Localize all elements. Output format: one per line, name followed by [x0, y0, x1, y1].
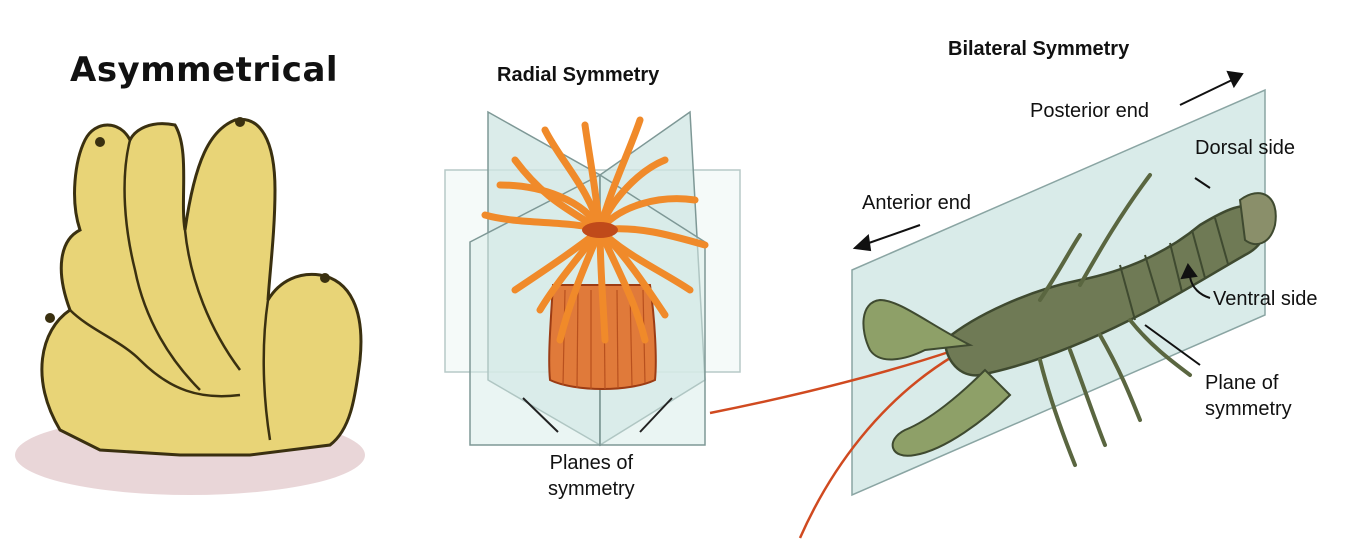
sponge-osculum-2	[235, 117, 245, 127]
planes-label-line2: symmetry	[548, 478, 635, 500]
posterior-arrowhead	[1226, 70, 1244, 89]
ventral-side-label: Ventral side	[1213, 288, 1318, 310]
ventral-arrowhead	[1180, 263, 1198, 280]
sponge-fold-4	[262, 299, 272, 441]
asymmetrical-title: Asymmetrical	[70, 50, 339, 90]
crayfish-segments	[1119, 217, 1229, 321]
sponge-osculum-4	[45, 313, 55, 323]
plane-pointer	[1144, 324, 1201, 366]
radial-planes	[444, 110, 741, 447]
pointer-left	[522, 397, 559, 433]
planes-label-line1: Planes of	[549, 452, 634, 474]
dorsal-side-label: Dorsal side	[1195, 137, 1296, 159]
plane-label-line1: Plane of	[1205, 372, 1279, 394]
sea-anemone-icon	[481, 116, 709, 390]
sponge-osculum-3	[320, 273, 330, 283]
posterior-arrow-line	[1179, 79, 1233, 106]
posterior-end-label: Posterior end	[1030, 100, 1149, 122]
sponge-fold-1	[123, 139, 201, 391]
crayfish-legs	[1038, 173, 1192, 467]
ventral-pointer	[1189, 276, 1211, 299]
sponge-fold-3	[69, 309, 241, 398]
bilateral-arrows	[852, 70, 1244, 366]
sponge-fold-2	[183, 229, 242, 371]
sponge-body	[40, 117, 363, 457]
claw-lower	[891, 368, 1012, 457]
plane-of-symmetry-label: Plane of symmetry	[1205, 370, 1292, 422]
planes-of-symmetry-label: Planes of symmetry	[548, 450, 635, 502]
sponge-icon	[15, 117, 365, 495]
dorsal-pointer	[1194, 177, 1211, 189]
anemone-mouth	[582, 222, 618, 238]
crayfish-icon	[709, 173, 1277, 539]
claw-upper	[862, 298, 974, 361]
bilateral-symmetry-title: Bilateral Symmetry	[948, 38, 1130, 60]
anterior-arrow-line	[865, 224, 921, 245]
anterior-arrowhead	[852, 233, 872, 252]
plane-label-line2: symmetry	[1205, 398, 1292, 420]
anterior-end-label: Anterior end	[862, 192, 971, 214]
radial-pointer-lines	[522, 397, 673, 433]
pointer-right	[639, 397, 673, 433]
radial-symmetry-title: Radial Symmetry	[497, 64, 660, 86]
crayfish-tail-fan	[1238, 192, 1277, 246]
sponge-osculum-1	[95, 137, 105, 147]
antenna-2	[798, 353, 956, 539]
antenna-1	[709, 348, 956, 415]
